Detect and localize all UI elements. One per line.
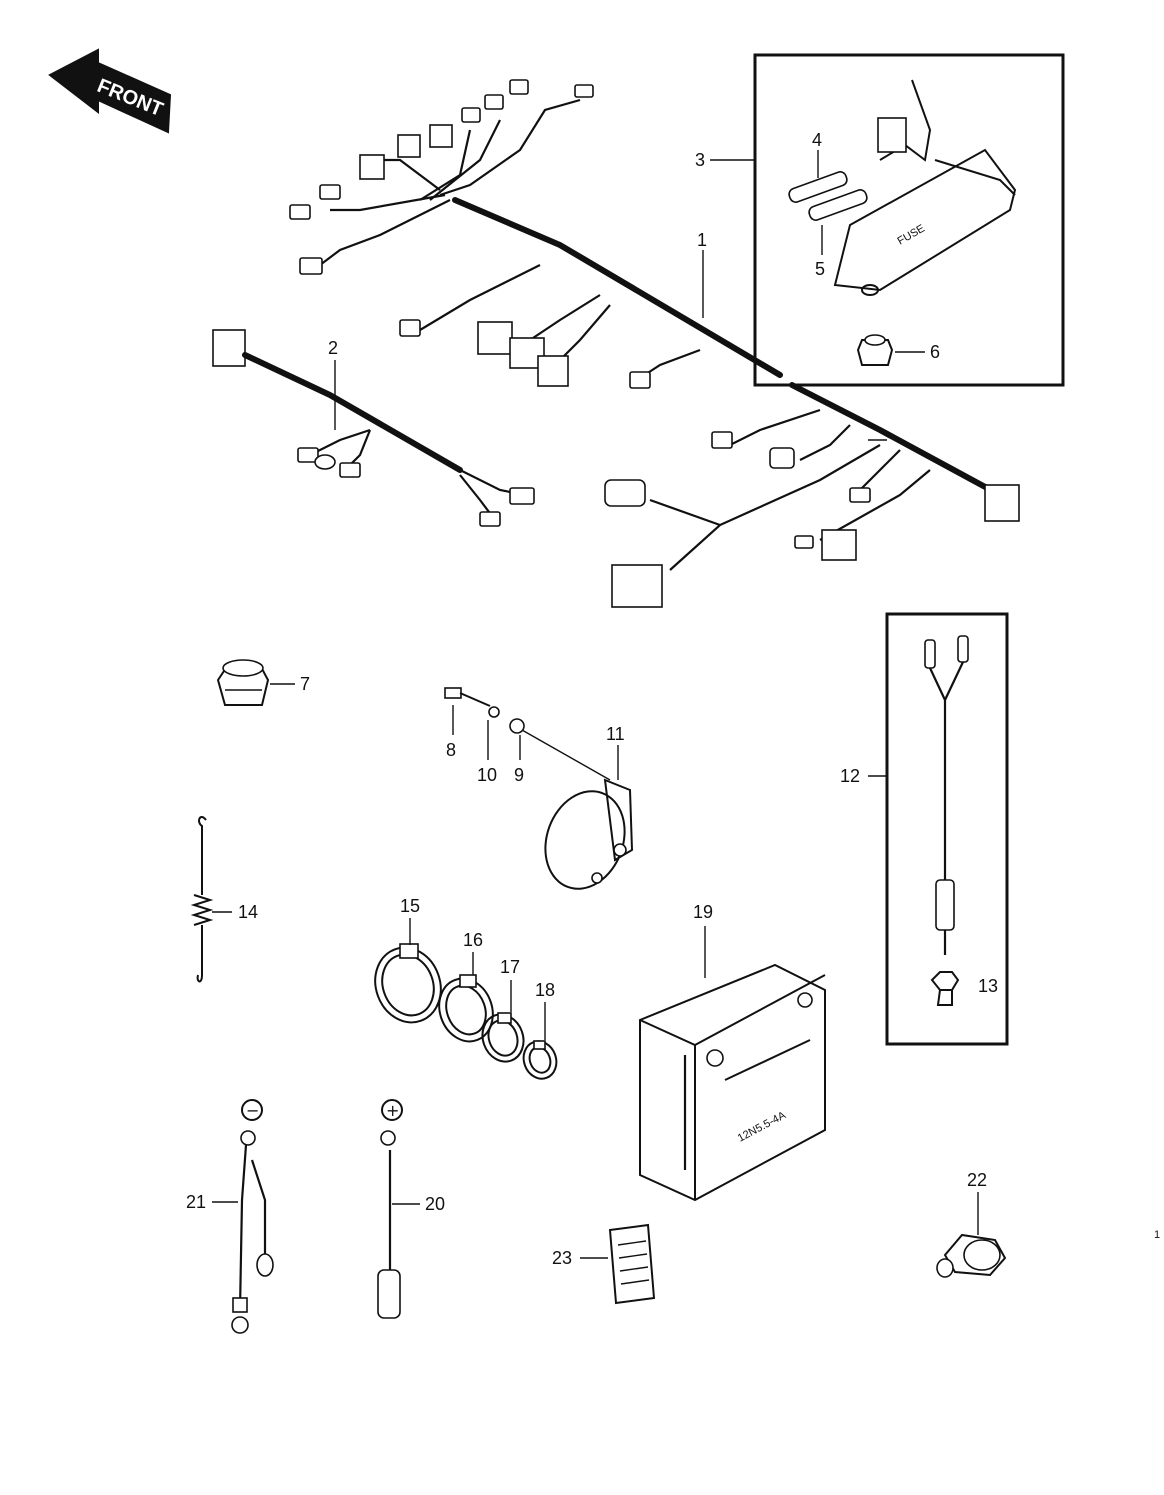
callout-10: 10 <box>477 765 497 785</box>
callout-21: 21 <box>186 1192 206 1212</box>
callout-13: 13 <box>978 976 998 996</box>
band-17 <box>481 1012 525 1063</box>
callout-11: 11 <box>606 724 625 744</box>
callout-2: 2 <box>328 338 338 358</box>
callout-7: 7 <box>300 674 310 694</box>
callout-9: 9 <box>514 765 524 785</box>
main-wiring-harness <box>289 79 1020 608</box>
bolt-8 <box>444 687 491 707</box>
callout-3: 3 <box>695 150 705 170</box>
callout-22: 22 <box>967 1170 987 1190</box>
fuse-4 <box>788 171 848 203</box>
band-18 <box>522 1040 558 1080</box>
sub-wiring-harness <box>212 329 535 527</box>
callout-20: 20 <box>425 1194 445 1214</box>
negative-cable-21: − <box>231 1099 274 1334</box>
negative-sign: − <box>246 1101 259 1120</box>
fuse-box: FUSE <box>833 79 1017 296</box>
washer-10 <box>488 706 500 718</box>
positive-terminal-icon <box>381 1099 403 1121</box>
callout-12: 12 <box>840 766 860 786</box>
fuse-box-group-frame <box>753 53 1065 387</box>
spring-14 <box>190 816 214 983</box>
callout-14: 14 <box>238 902 258 922</box>
relay-7 <box>216 659 270 706</box>
band-16 <box>438 974 494 1043</box>
battery-19: 12N5.5-4A <box>639 963 826 1202</box>
caution-label-23 <box>608 1223 656 1305</box>
callout-17: 17 <box>500 957 520 977</box>
positive-sign: + <box>386 1101 399 1120</box>
negative-terminal-icon <box>241 1099 263 1121</box>
callout-15: 15 <box>400 896 420 916</box>
rubber-cap-6 <box>856 334 894 366</box>
front-arrow: FRONT <box>48 48 172 134</box>
callout-18: 18 <box>535 980 555 1000</box>
callout-5: 5 <box>815 259 825 279</box>
callout-6: 6 <box>930 342 940 362</box>
callout-16: 16 <box>463 930 483 950</box>
fuse-5 <box>808 189 868 221</box>
horn-mount-line <box>521 729 611 781</box>
positive-cable-20: + <box>377 1099 403 1319</box>
callout-1: 1 <box>697 230 707 250</box>
callout-4: 4 <box>812 130 822 150</box>
fuse-box-marking: FUSE <box>896 223 927 248</box>
band-15 <box>374 943 442 1024</box>
lead-group-frame <box>885 612 1009 1046</box>
terminal-lead-12 <box>924 635 969 955</box>
callout-8: 8 <box>446 740 456 760</box>
callout-19: 19 <box>693 902 713 922</box>
battery-marking: 12N5.5-4A <box>736 1109 789 1145</box>
page-edge-mark: 1 <box>1154 1229 1160 1241</box>
terminal-cap-22 <box>936 1233 1007 1278</box>
nut-13 <box>930 971 960 1006</box>
horn-11 <box>544 778 634 890</box>
callout-23: 23 <box>552 1248 572 1268</box>
lock-washer-9 <box>509 718 525 734</box>
